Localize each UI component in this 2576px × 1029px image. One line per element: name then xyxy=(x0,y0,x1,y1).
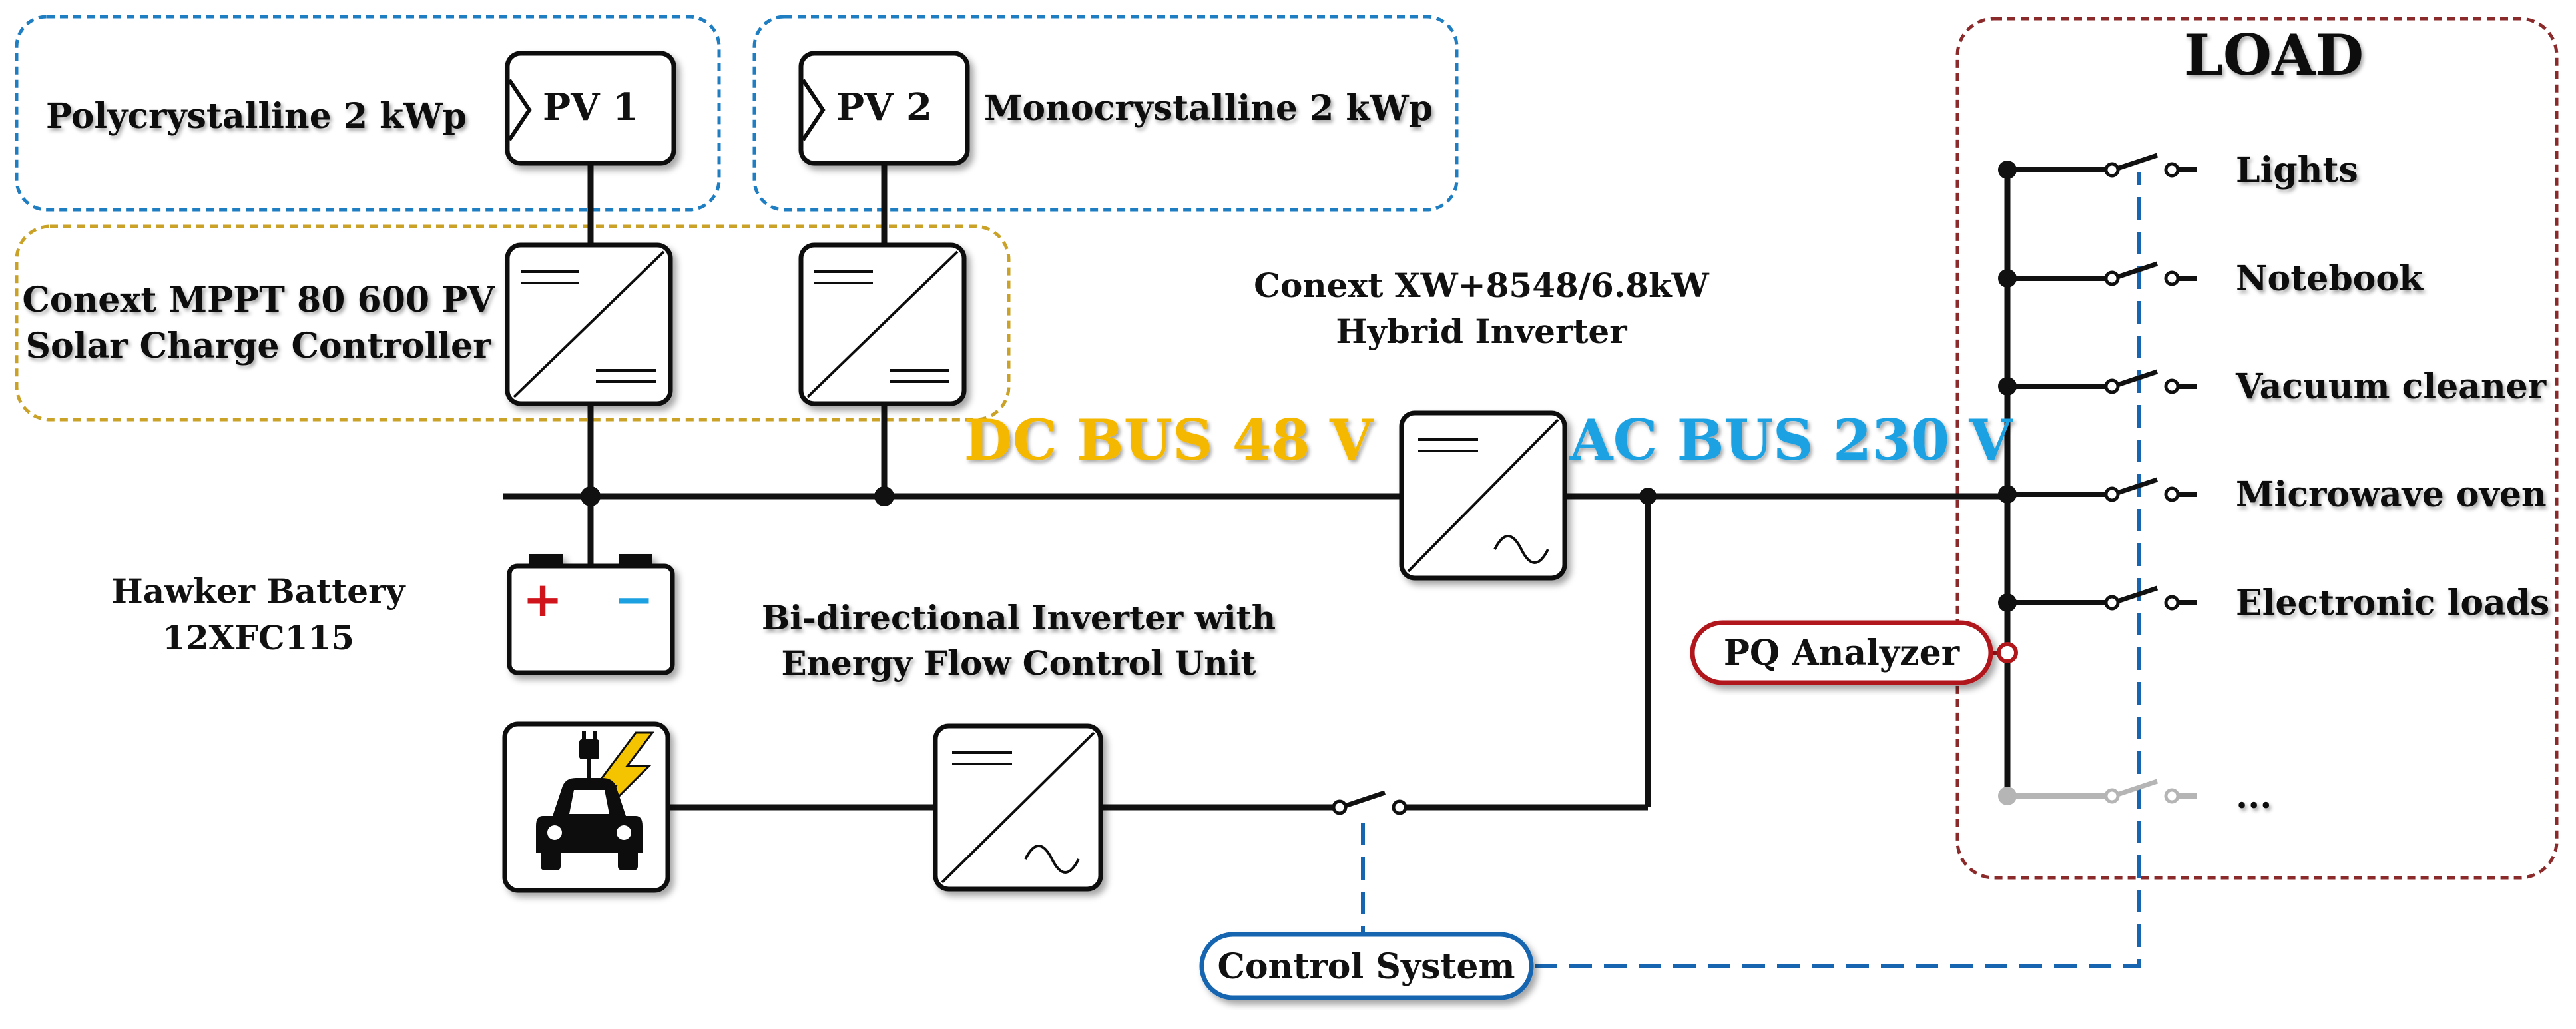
pv1-group-frame xyxy=(15,15,721,212)
bidirectional-label-line2: Energy Flow Control Unit xyxy=(781,643,1256,683)
battery-label-line1: Hawker Battery xyxy=(112,571,407,611)
charge-controller-group-frame xyxy=(15,224,1011,422)
load-item-label: Notebook xyxy=(2236,258,2424,299)
hybrid-inverter-label-line2: Hybrid Inverter xyxy=(1336,312,1627,351)
load-group-frame xyxy=(1955,17,2559,880)
bidirectional-inverter-icon xyxy=(933,723,1103,892)
load-branch-2: Vacuum cleaner xyxy=(1998,366,2547,407)
control-system-label: Control System xyxy=(1217,946,1515,987)
hybrid-inverter-icon xyxy=(1399,410,1567,581)
load-title: LOAD xyxy=(2184,22,2364,88)
pq-analyzer-box: PQ Analyzer xyxy=(1690,620,2018,685)
dc-junction-1 xyxy=(581,486,601,506)
load-item-label: Electronic loads xyxy=(2236,583,2549,623)
pq-analyzer-label: PQ Analyzer xyxy=(1724,633,1960,673)
pv1-panel-icon xyxy=(505,51,676,166)
load-branch-4: Electronic loads xyxy=(1998,583,2549,623)
pv1-description: Polycrystalline 2 kWp xyxy=(46,96,467,137)
pv2-group-frame xyxy=(752,15,1459,212)
load-branch-5: ... xyxy=(1998,776,2272,817)
controller-label-line2: Solar Charge Controller xyxy=(26,326,492,366)
load-item-label: Vacuum cleaner xyxy=(2235,366,2547,407)
battery-label-line2: 12XFC115 xyxy=(162,618,354,657)
pv2-description: Monocrystalline 2 kWp xyxy=(984,88,1433,129)
load-item-label: Lights xyxy=(2236,150,2358,190)
battery-icon xyxy=(507,554,675,675)
controller-label-line1: Conext MPPT 80 600 PV xyxy=(22,280,495,320)
pv1-label: PV 1 xyxy=(543,85,639,129)
pv2-panel-icon xyxy=(798,51,970,166)
load-item-label: Microwave oven xyxy=(2236,474,2547,515)
bidirectional-label-line1: Bi-directional Inverter with xyxy=(762,598,1276,637)
battery-plus-sign: + xyxy=(523,571,563,627)
ac-junction xyxy=(1639,488,1657,505)
load-branch-1: Notebook xyxy=(1998,258,2424,299)
charge-controller-2-icon xyxy=(798,242,967,406)
ac-bus-label: AC BUS 230 V xyxy=(1569,407,2013,473)
control-link-to-loads xyxy=(1535,172,2141,968)
load-item-label: ... xyxy=(2236,776,2272,817)
battery-minus-sign: − xyxy=(614,571,654,627)
dc-bus-label: DC BUS 48 V xyxy=(964,407,1374,473)
hybrid-inverter-label-line1: Conext XW+8548/6.8kW xyxy=(1254,266,1710,305)
pv2-label: PV 2 xyxy=(836,85,932,129)
charge-controller-1-icon xyxy=(505,242,673,406)
control-system-box: Control System xyxy=(1199,932,1534,1000)
load-branch-0: Lights xyxy=(1998,150,2358,190)
load-branch-3: Microwave oven xyxy=(1998,474,2547,515)
ev-charging-car-icon xyxy=(502,721,670,893)
dc-junction-2 xyxy=(874,486,894,506)
bidirectional-switch xyxy=(1332,790,1408,815)
